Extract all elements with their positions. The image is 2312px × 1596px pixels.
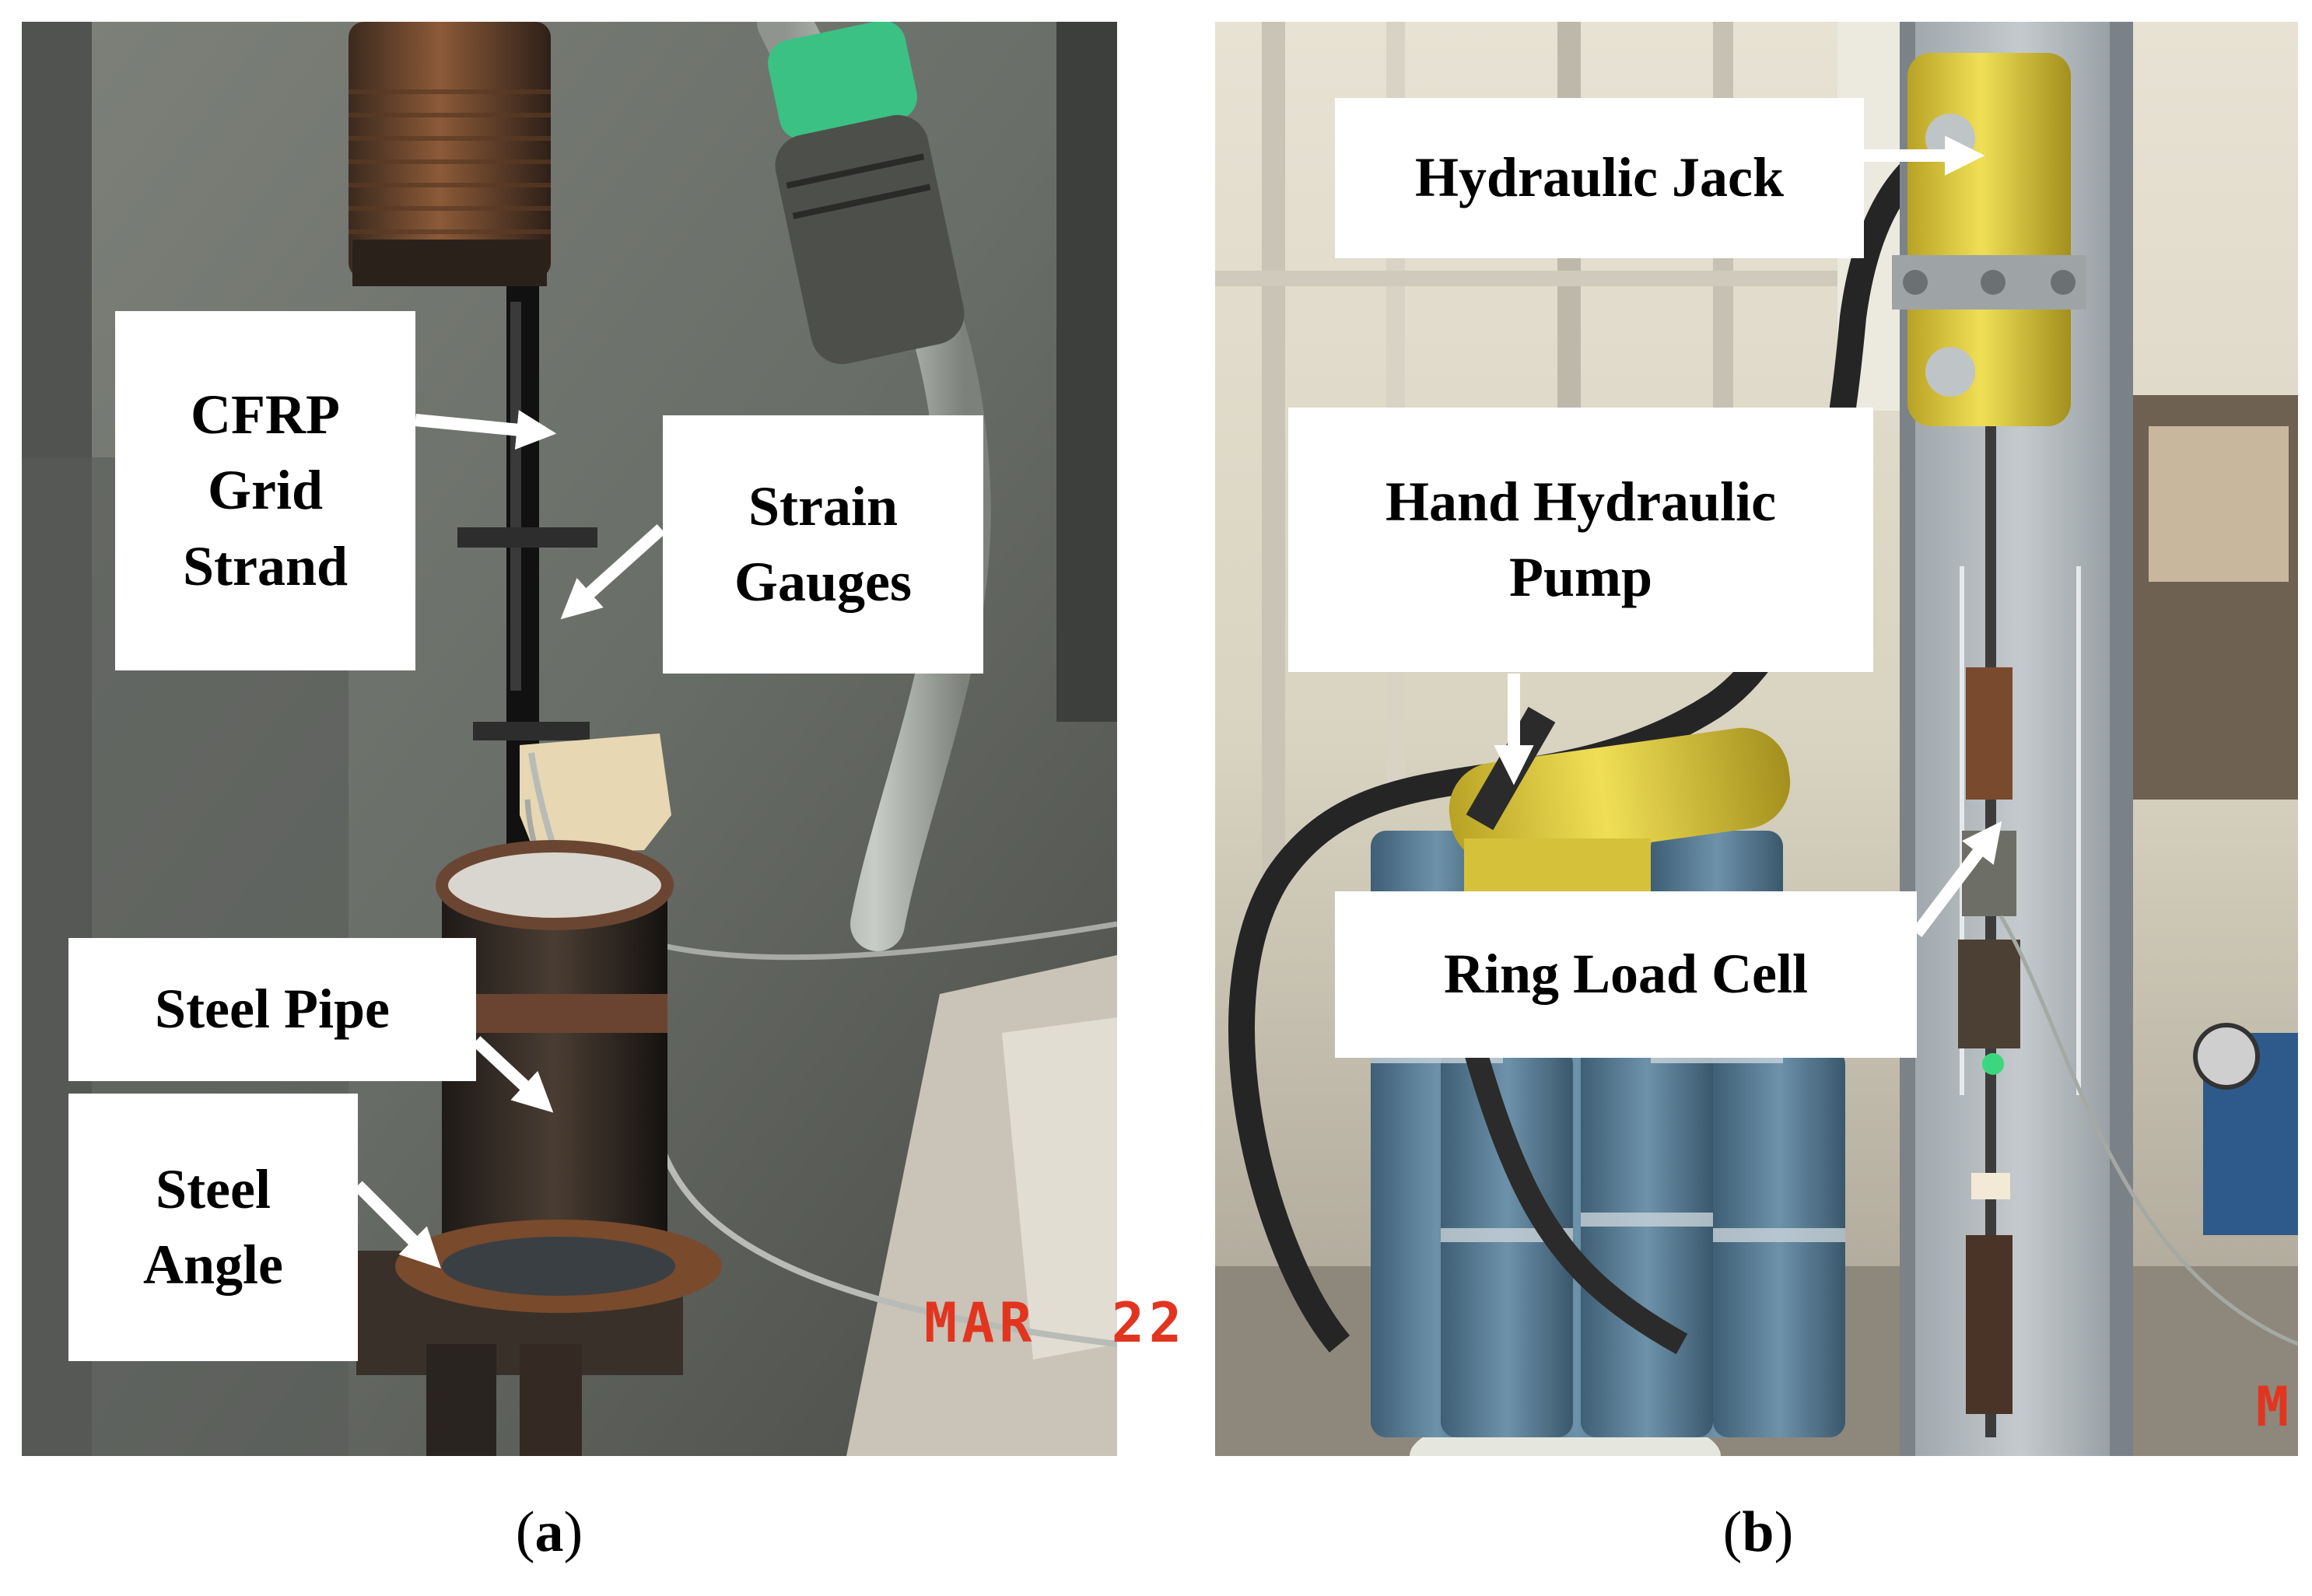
caption-letter: b [1742, 1500, 1774, 1564]
date-stamp-a: MAR 22 [924, 1291, 1187, 1355]
label-line: Angle [143, 1234, 283, 1296]
label-hydraulic-jack: Hydraulic Jack [1335, 98, 1864, 258]
label-line: Grid [207, 459, 323, 522]
label-line: Steel Pipe [155, 978, 390, 1041]
date-stamp-b: M [2256, 1375, 2294, 1439]
label-line: Hydraulic Jack [1414, 146, 1784, 209]
label-steel-pipe: Steel Pipe [68, 938, 476, 1081]
label-line: Strain [748, 474, 899, 537]
caption-b: (b) [1680, 1500, 1836, 1566]
label-ring-load-cell: Ring Load Cell [1335, 891, 1917, 1058]
label-line: Gauges [734, 551, 913, 613]
label-line: Steel [156, 1157, 271, 1220]
photo-b-scene [1215, 22, 2298, 1456]
label-line: Ring Load Cell [1443, 943, 1809, 1006]
caption-close-paren: ) [563, 1500, 583, 1564]
photo-panel-b [1215, 22, 2298, 1456]
caption-open-paren: ( [1722, 1500, 1743, 1564]
label-cfrp-grid-strand: CFRP Grid Strand [115, 311, 415, 670]
label-steel-angle: Steel Angle [68, 1094, 358, 1361]
label-line: Hand Hydraulic [1385, 470, 1777, 533]
label-line: Strand [182, 534, 349, 597]
label-line: CFRP [191, 383, 340, 446]
caption-open-paren: ( [515, 1500, 535, 1564]
caption-close-paren: ) [1774, 1500, 1794, 1564]
label-line: Pump [1508, 546, 1653, 608]
label-hand-hydraulic-pump: Hand Hydraulic Pump [1288, 408, 1873, 672]
caption-a: (a) [471, 1500, 627, 1566]
label-strain-gauges: Strain Gauges [663, 415, 983, 674]
caption-letter: a [534, 1500, 564, 1564]
